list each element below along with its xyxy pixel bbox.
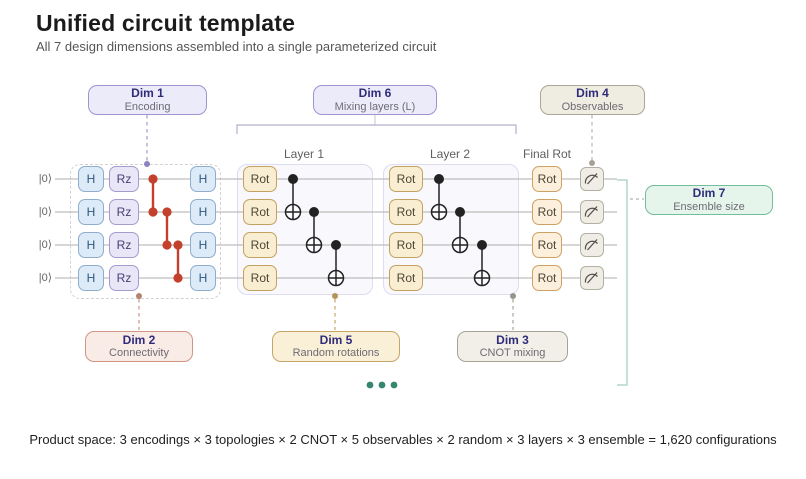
- badge-dim7-label: Ensemble size: [673, 200, 745, 213]
- rot-gate: Rot: [243, 166, 277, 192]
- ensemble-bracket: [617, 179, 628, 386]
- badge-dim1: Dim 1 Encoding: [88, 85, 207, 115]
- ket-label: |0⟩: [38, 173, 52, 185]
- ket-label: |0⟩: [38, 239, 52, 251]
- measure-box: [580, 167, 604, 191]
- dim4-connector-dot: [589, 160, 595, 166]
- final-rot-gate: Rot: [532, 166, 562, 192]
- product-space-caption: Product space: 3 encodings × 3 topologie…: [29, 432, 777, 447]
- ket-label: |0⟩: [38, 206, 52, 218]
- h-gate: H: [190, 166, 216, 192]
- h-gate: H: [78, 232, 104, 258]
- badge-dim4: Dim 4 Observables: [540, 85, 645, 115]
- layer1-label: Layer 1: [283, 147, 325, 161]
- measurement-gauge-icon: [584, 173, 598, 185]
- badge-dim6-label: Mixing layers (L): [334, 100, 416, 113]
- rot-gate: Rot: [389, 232, 423, 258]
- rz-gate: Rz: [109, 199, 139, 225]
- rot-gate: Rot: [389, 199, 423, 225]
- rot-gate: Rot: [243, 232, 277, 258]
- badge-dim2: Dim 2 Connectivity: [85, 331, 193, 362]
- badge-dim3: Dim 3 CNOT mixing: [457, 331, 568, 362]
- rz-gate: Rz: [109, 166, 139, 192]
- badge-dim7: Dim 7 Ensemble size: [645, 185, 773, 215]
- badge-dim5-label: Random rotations: [292, 347, 380, 360]
- measurement-gauge-icon: [584, 206, 598, 218]
- badge-dim2-label: Connectivity: [109, 347, 169, 360]
- h-gate: H: [78, 199, 104, 225]
- measure-box: [580, 233, 604, 257]
- final-rot-gate: Rot: [532, 265, 562, 291]
- ket-label: |0⟩: [38, 272, 52, 284]
- measure-box: [580, 200, 604, 224]
- badge-dim4-label: Observables: [561, 100, 624, 113]
- final-rot-gate: Rot: [532, 232, 562, 258]
- h-gate: H: [78, 265, 104, 291]
- badge-dim7-title: Dim 7: [692, 186, 726, 201]
- rz-gate: Rz: [109, 265, 139, 291]
- ellipsis-dot: [378, 381, 386, 389]
- layer2-label: Layer 2: [429, 147, 471, 161]
- rot-gate: Rot: [243, 265, 277, 291]
- badge-dim1-title: Dim 1: [131, 86, 164, 101]
- h-gate: H: [78, 166, 104, 192]
- badge-dim2-title: Dim 2: [122, 332, 156, 347]
- badge-dim3-title: Dim 3: [496, 332, 529, 347]
- measurement-gauge-icon: [584, 272, 598, 284]
- badge-dim6: Dim 6 Mixing layers (L): [313, 85, 437, 115]
- h-gate: H: [190, 265, 216, 291]
- rot-gate: Rot: [243, 199, 277, 225]
- final-rot-gate: Rot: [532, 199, 562, 225]
- ellipsis-dot: [366, 381, 374, 389]
- measure-box: [580, 266, 604, 290]
- badge-dim4-title: Dim 4: [576, 86, 609, 101]
- badge-dim3-label: CNOT mixing: [479, 347, 546, 360]
- badge-dim5-title: Dim 5: [319, 332, 353, 347]
- badge-dim5: Dim 5 Random rotations: [272, 331, 400, 362]
- final-rot-label: Final Rot: [522, 147, 572, 161]
- rz-gate: Rz: [109, 232, 139, 258]
- rot-gate: Rot: [389, 166, 423, 192]
- rot-gate: Rot: [389, 265, 423, 291]
- page-title: Unified circuit template: [36, 10, 296, 36]
- h-gate: H: [190, 232, 216, 258]
- badge-dim1-label: Encoding: [124, 100, 171, 113]
- badge-dim6-title: Dim 6: [358, 86, 392, 101]
- h-gate: H: [190, 199, 216, 225]
- ellipsis-dot: [390, 381, 398, 389]
- measurement-gauge-icon: [584, 239, 598, 251]
- page-subtitle: All 7 design dimensions assembled into a…: [36, 39, 437, 54]
- ellipsis-dots-icon: [366, 381, 398, 389]
- mixing-layers-bracket: [236, 124, 517, 134]
